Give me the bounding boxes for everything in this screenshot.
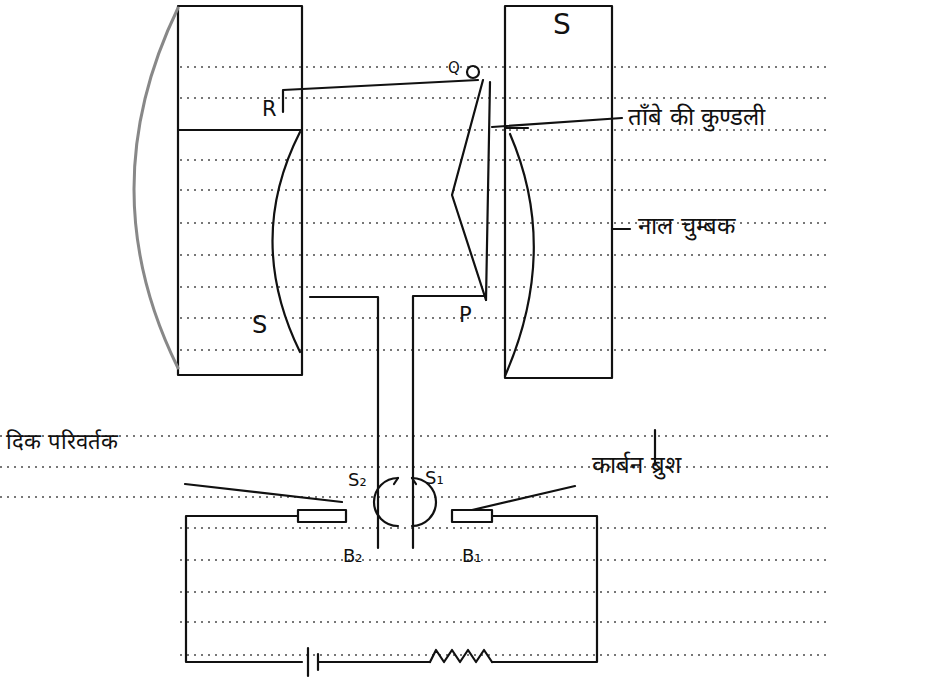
coil-point-label: P bbox=[459, 304, 472, 327]
leader-lines bbox=[185, 118, 655, 510]
magnet-pole-label: S bbox=[252, 312, 267, 338]
part-label: नाल चुम्बक bbox=[638, 213, 735, 239]
part-label: दिक परिवर्तक bbox=[6, 430, 118, 454]
magnet-pole-right bbox=[505, 6, 612, 378]
magnet-pole-left bbox=[134, 6, 302, 375]
copper-coil bbox=[283, 66, 490, 548]
ring-label: S₁ bbox=[425, 468, 444, 488]
brush-label: B₂ bbox=[343, 546, 363, 566]
carbon-brushes bbox=[298, 510, 492, 522]
external-circuit bbox=[186, 516, 597, 676]
magnet-pole-label: S bbox=[553, 10, 571, 41]
coil-point-label: Q bbox=[448, 60, 460, 77]
brush-label: B₁ bbox=[462, 546, 482, 566]
part-label: ताँबे की कुण्डली bbox=[628, 104, 765, 130]
coil-point-label: R bbox=[262, 98, 277, 121]
ring-label: S₂ bbox=[348, 470, 367, 490]
ruled-lines bbox=[0, 67, 830, 655]
part-label: कार्बन ब्रुश bbox=[592, 452, 681, 478]
